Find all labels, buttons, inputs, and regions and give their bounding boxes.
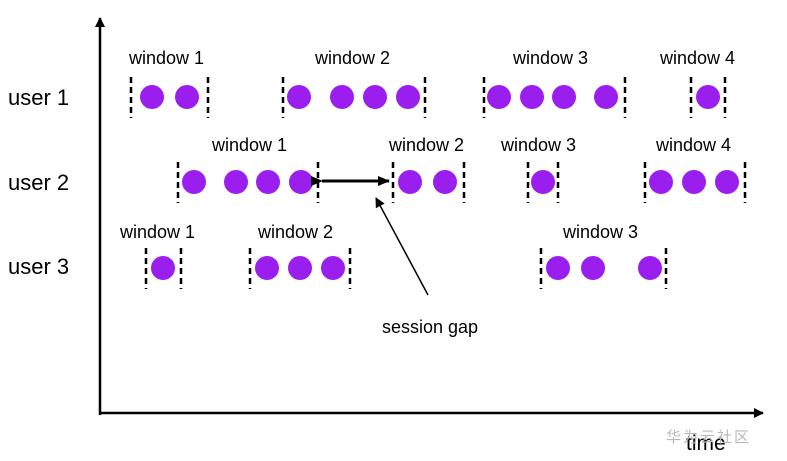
event-dot xyxy=(256,170,280,194)
window-label: window 4 xyxy=(655,135,731,155)
event-dot xyxy=(546,256,570,280)
window-label: window 3 xyxy=(562,222,638,242)
user2-window2: window 2 xyxy=(388,135,466,203)
event-dot xyxy=(594,85,618,109)
event-dot xyxy=(682,170,706,194)
user3-window2: window 2 xyxy=(248,222,352,289)
event-dot xyxy=(520,85,544,109)
event-dot xyxy=(531,170,555,194)
event-dot xyxy=(255,256,279,280)
user1-window1: window 1 xyxy=(128,48,210,118)
user3-window3: window 3 xyxy=(539,222,668,289)
user-label-2: user 2 xyxy=(8,170,69,195)
event-dot xyxy=(321,256,345,280)
window-label: window 2 xyxy=(388,135,464,155)
event-dot xyxy=(151,256,175,280)
event-dot xyxy=(289,170,313,194)
watermark: 华为云社区 xyxy=(666,429,751,446)
event-dot xyxy=(581,256,605,280)
event-dot xyxy=(182,170,206,194)
session-gap-pointer xyxy=(375,197,429,296)
user-label-3: user 3 xyxy=(8,254,69,279)
event-dot xyxy=(398,170,422,194)
event-dot xyxy=(487,85,511,109)
user2-window1: window 1 xyxy=(176,135,320,203)
window-label: window 1 xyxy=(128,48,204,68)
event-dot xyxy=(396,85,420,109)
event-dot xyxy=(433,170,457,194)
event-dot xyxy=(175,85,199,109)
event-dot xyxy=(363,85,387,109)
window-label: window 2 xyxy=(314,48,390,68)
window-label: window 3 xyxy=(512,48,588,68)
window-label: window 4 xyxy=(659,48,735,68)
event-dot xyxy=(140,85,164,109)
event-dot xyxy=(552,85,576,109)
event-dot xyxy=(638,256,662,280)
window-label: window 2 xyxy=(257,222,333,242)
user3-window1: window 1 xyxy=(119,222,195,289)
session-gap-label: session gap xyxy=(382,317,478,337)
user1-window3: window 3 xyxy=(482,48,627,118)
window-label: window 3 xyxy=(500,135,576,155)
event-dot xyxy=(224,170,248,194)
user2-window3: window 3 xyxy=(500,135,576,203)
event-dot xyxy=(696,85,720,109)
event-dot xyxy=(330,85,354,109)
event-dot xyxy=(715,170,739,194)
user1-window4: window 4 xyxy=(659,48,735,118)
user1-window2: window 2 xyxy=(281,48,427,118)
user2-window4: window 4 xyxy=(643,135,747,203)
window-label: window 1 xyxy=(211,135,287,155)
event-dot xyxy=(288,256,312,280)
user-label-1: user 1 xyxy=(8,85,69,110)
window-label: window 1 xyxy=(119,222,195,242)
x-axis-label: time xyxy=(686,432,726,455)
event-dot xyxy=(287,85,311,109)
event-dot xyxy=(649,170,673,194)
